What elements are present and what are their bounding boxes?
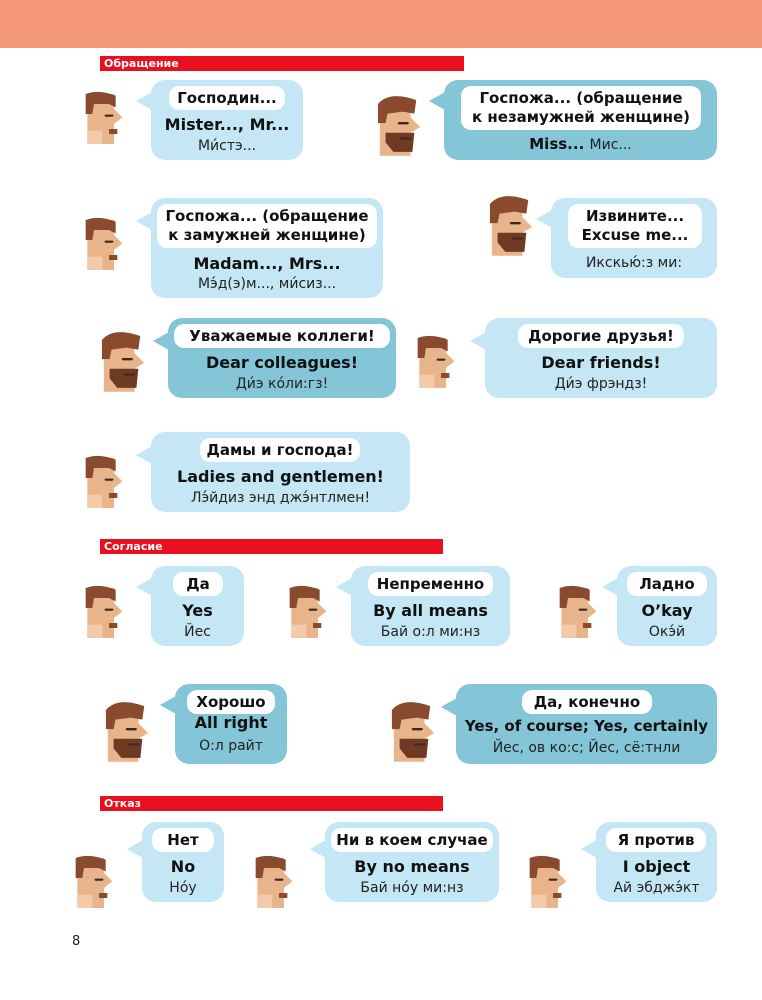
phrase-transcription: Ди́э фрэндз! — [554, 376, 648, 392]
phrase-russian: Хорошо — [187, 690, 275, 714]
man-shaven-icon — [84, 88, 124, 150]
phrase-transcription: Окэ́й — [648, 624, 686, 640]
phrase-russian: Дорогие друзья! — [518, 324, 684, 348]
phrase-english: I object — [622, 857, 691, 876]
phrase-bubble-colleagues: Уважаемые коллеги! Dear colleagues! Ди́э… — [153, 318, 396, 398]
phrase-english: By all means — [373, 601, 488, 620]
phrase-transcription: О:л райт — [199, 738, 263, 754]
phrase-russian: Да — [173, 572, 223, 596]
phrase-english: O’kay — [641, 601, 693, 620]
man-bearded-icon — [488, 196, 534, 258]
phrase-bubble-no: Нет No Но́у — [127, 822, 224, 902]
man-shaven-icon — [254, 852, 294, 914]
phrase-english: Mister..., Mr... — [164, 115, 290, 134]
phrase-russian: Да, конечно — [522, 690, 652, 714]
phrase-english: All right — [194, 713, 268, 732]
phrase-transcription: Йес — [184, 624, 211, 640]
page-number: 8 — [72, 934, 81, 949]
phrase-english: Dear friends! — [541, 353, 661, 372]
phrase-russian: Госпожа... (обращение к незамужней женщи… — [461, 86, 701, 130]
phrase-russian: Ни в коем случае — [331, 828, 493, 852]
phrase-russian: Господин... — [169, 86, 285, 110]
phrase-russian: Уважаемые коллеги! — [174, 324, 390, 348]
man-shaven-icon — [84, 214, 124, 276]
man-shaven-icon — [558, 582, 598, 644]
man-shaven-icon — [288, 582, 328, 644]
phrase-bubble-of-course: Да, конечно Yes, of course; Yes, certain… — [441, 684, 717, 764]
phrase-bubble-mister: Господин... Mister..., Mr... Ми́стэ... — [136, 80, 303, 160]
man-shaven-icon — [74, 852, 114, 914]
phrase-russian: Непременно — [368, 572, 493, 596]
phrase-russian: Нет — [152, 828, 214, 852]
man-shaven-icon — [416, 332, 456, 394]
phrase-english: Yes, of course; Yes, certainly — [464, 717, 709, 735]
phrase-transcription: Но́у — [169, 880, 197, 896]
phrase-english: By no means — [354, 857, 470, 876]
man-bearded-icon — [376, 96, 422, 158]
phrase-bubble-yes: Да Yes Йес — [136, 566, 244, 646]
phrase-russian-english: Извините... Excuse me... — [568, 204, 702, 248]
phrase-english: No — [170, 857, 196, 876]
phrase-transcription: Ми́стэ... — [197, 138, 257, 154]
phrase-bubble-by-no-means: Ни в коем случае By no means Бай но́у ми… — [310, 822, 499, 902]
phrase-bubble-excuse: Извините... Excuse me... Икскью́:з ми: — [536, 198, 717, 278]
phrase-transcription: Лэ́йдиз энд джэ́нтлмен! — [190, 490, 371, 506]
phrase-english: Dear colleagues! — [206, 353, 358, 372]
phrase-bubble-miss: Госпожа... (обращение к незамужней женщи… — [429, 80, 717, 160]
phrase-bubble-all-right: Хорошо All right О:л райт — [160, 684, 287, 764]
man-bearded-icon — [390, 702, 436, 764]
phrase-transcription: Ай эбджэ́кт — [613, 880, 700, 896]
man-shaven-icon — [528, 852, 568, 914]
phrase-bubble-okay: Ладно O’kay Окэ́й — [602, 566, 717, 646]
phrase-english: Yes — [182, 601, 213, 620]
phrase-transcription: Ди́э ко́ли:гз! — [235, 376, 329, 392]
phrase-transcription: Икскью́:з ми: — [585, 255, 683, 271]
phrase-bubble-madam: Госпожа... (обращение к замужней женщине… — [136, 198, 383, 298]
phrase-bubble-i-object: Я против I object Ай эбджэ́кт — [581, 822, 717, 902]
phrase-transcription: Бай о:л ми:нз — [380, 624, 481, 640]
phrase-english: Ladies and gentlemen! — [177, 467, 384, 486]
phrase-russian: Дамы и господа! — [200, 438, 360, 462]
man-bearded-icon — [100, 332, 146, 394]
man-bearded-icon — [104, 702, 150, 764]
phrase-bubble-friends: Дорогие друзья! Dear friends! Ди́э фрэнд… — [470, 318, 717, 398]
man-shaven-icon — [84, 582, 124, 644]
phrase-transcription: Йес, ов ко:с; Йес, сё:тнли — [492, 740, 681, 756]
phrase-russian: Ладно — [627, 572, 707, 596]
phrase-english-and-transcription: Miss... Мис... — [529, 135, 632, 153]
phrase-bubble-by-all-means: Непременно By all means Бай о:л ми:нз — [336, 566, 510, 646]
section-header-refusal: Отказ — [100, 796, 443, 811]
phrase-russian: Я против — [606, 828, 706, 852]
phrase-russian: Госпожа... (обращение к замужней женщине… — [157, 204, 377, 248]
phrase-english: Madam..., Mrs... — [193, 254, 341, 273]
phrase-bubble-ladies: Дамы и господа! Ladies and gentlemen! Лэ… — [136, 432, 410, 512]
phrase-transcription: Бай но́у ми:нз — [360, 880, 464, 896]
man-shaven-icon — [84, 452, 124, 514]
top-color-band — [0, 0, 762, 48]
section-header-agreement: Согласие — [100, 539, 443, 554]
phrase-transcription: Мэ́д(э)м..., ми́сиз... — [197, 276, 337, 292]
section-header-address: Обращение — [100, 56, 464, 71]
